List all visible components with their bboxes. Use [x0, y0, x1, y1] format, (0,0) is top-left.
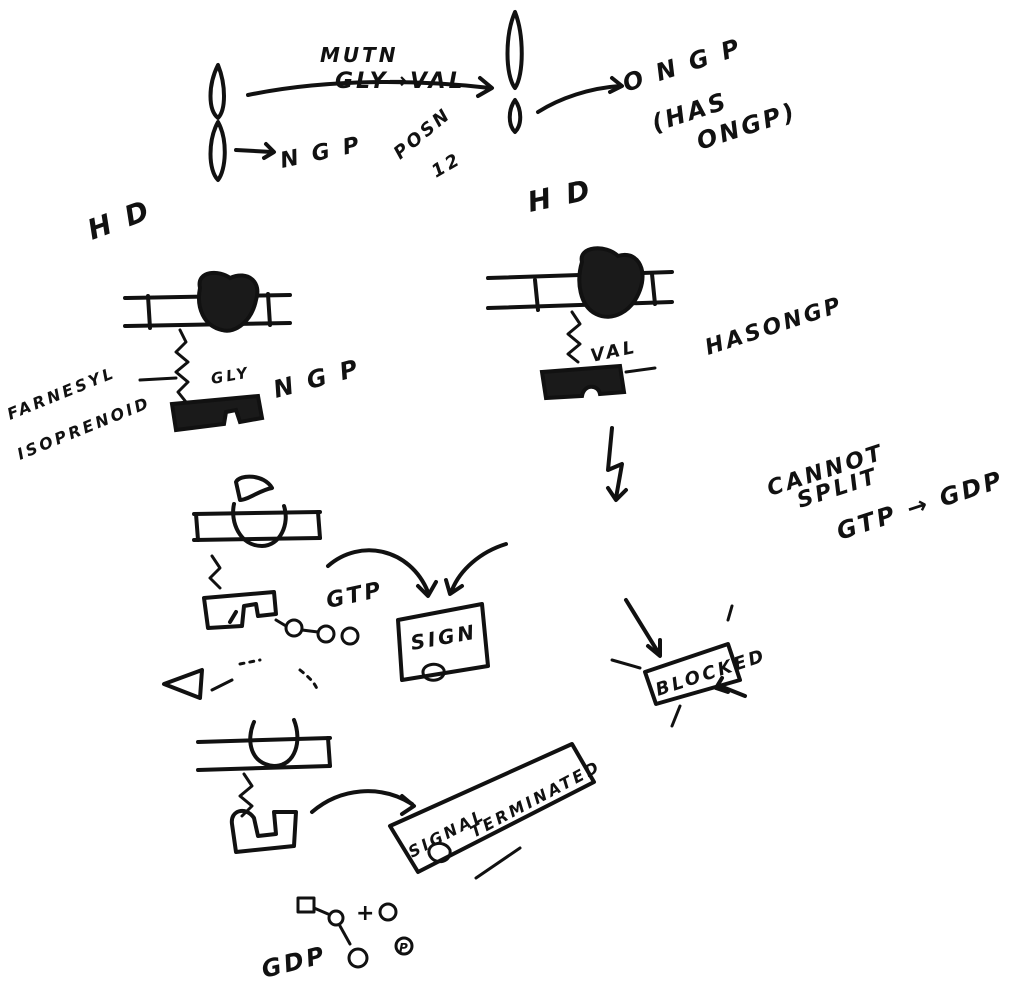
mutation-arrow — [246, 80, 492, 97]
chromosome-mutant — [505, 10, 524, 134]
ras-activated — [202, 590, 278, 630]
gdp-phosphate-1 — [327, 909, 345, 927]
ongp-arrow — [536, 84, 622, 114]
signal-arrow — [326, 548, 430, 594]
ras-inactive — [229, 808, 298, 854]
ras-mutant — [539, 363, 627, 401]
gdp-block — [296, 896, 316, 914]
lightning-arrow — [606, 426, 624, 500]
ras-normal — [169, 393, 265, 433]
blocked-box: BLOCKED — [643, 642, 769, 706]
has-ongp-label: HASONGP — [702, 293, 846, 361]
farnesyl-chain-right — [566, 310, 582, 364]
signal-box: SIGN — [396, 602, 490, 682]
plus-sign: + — [356, 901, 377, 926]
receptor-inactive — [196, 718, 332, 772]
normal-gp-label: N G P — [278, 132, 364, 174]
blocked-arrow-top — [624, 598, 660, 654]
released-subunit — [162, 668, 204, 700]
receptor-mutant — [486, 246, 674, 319]
receptor-normal — [123, 270, 292, 333]
terminated-box: SIGNAL TERMINATED — [388, 742, 604, 874]
free-phosphate — [378, 902, 398, 922]
mutation-label-2: GLY→VAL — [335, 69, 466, 94]
phosphate-p-label: P — [399, 941, 411, 955]
farnesyl-chain-left — [174, 328, 190, 404]
phosphate-2 — [316, 624, 336, 644]
gdp-phosphate-2 — [347, 947, 369, 969]
gtp-label: GTP — [324, 577, 386, 613]
blocked-label: BLOCKED — [653, 645, 769, 701]
normal-gp-arrow — [234, 148, 274, 154]
ongp-label: O N G P — [619, 33, 745, 98]
chromosome-normal — [208, 63, 227, 182]
hd-left-label: H D — [83, 193, 156, 246]
terminate-arrow — [310, 789, 414, 814]
phosphate-1 — [284, 618, 304, 638]
position-number: 12 — [428, 149, 465, 183]
ngp-left-label: N G P — [270, 354, 363, 404]
hd-right-label: H D — [525, 173, 596, 219]
signal-label: SIGN — [409, 620, 479, 655]
mutation-label-1: MUTN — [320, 43, 399, 67]
gdp-label: GDP — [259, 941, 330, 984]
terminated-label: TERMINATED — [467, 756, 604, 841]
phosphate-3 — [340, 626, 360, 646]
val-label: VAL — [589, 337, 639, 367]
receptor-activated — [192, 474, 322, 548]
gly-label: GLY — [210, 363, 252, 388]
free-phosphate-2 — [394, 936, 414, 956]
